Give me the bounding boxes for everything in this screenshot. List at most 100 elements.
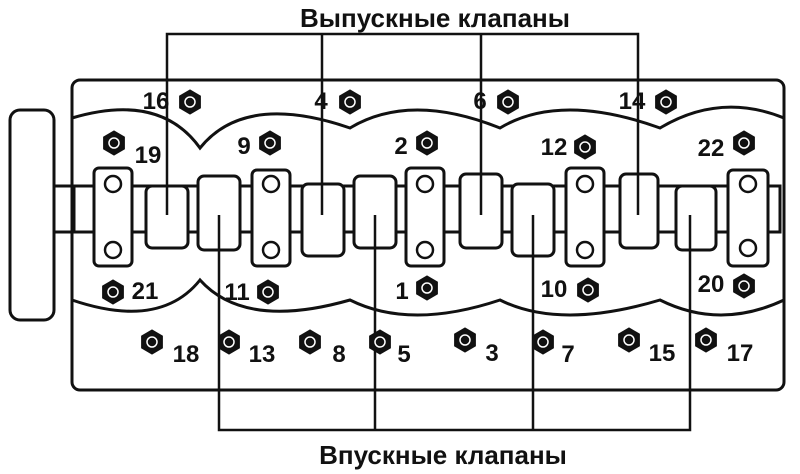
- bolt-center-mark: [304, 336, 316, 348]
- bolt-center-mark: [502, 96, 514, 108]
- bolt-head-icon: [532, 329, 554, 355]
- bolt-head-icon: [339, 89, 361, 115]
- bolt-center-mark: [700, 334, 712, 346]
- bolt-1: 1: [395, 275, 438, 305]
- bolt-head-icon: [259, 130, 281, 156]
- bolt-center-mark: [623, 334, 635, 346]
- cap-hole: [261, 174, 281, 194]
- bolt-center-mark: [459, 334, 471, 346]
- cam-cover-outline: [71, 105, 785, 317]
- bolt-head-icon: [454, 327, 476, 353]
- bolt-head-icon: [655, 89, 677, 115]
- bolt-head-icon: [497, 89, 519, 115]
- bearing-caps: [92, 166, 770, 268]
- bolt-20: 20: [698, 271, 755, 299]
- bolt-number: 1: [395, 278, 408, 305]
- bolt-center-mark: [660, 96, 672, 108]
- bolt-19: 19: [103, 130, 162, 169]
- bolt-3: 3: [454, 327, 499, 367]
- bolt-number: 19: [135, 142, 162, 169]
- bolt-number: 22: [698, 135, 725, 162]
- intake-bracket: [217, 215, 692, 432]
- exhaust-valves-label: Выпускные клапаны: [300, 3, 570, 33]
- cap-hole: [415, 174, 435, 194]
- bolt-center-mark: [264, 137, 276, 149]
- cap-hole: [103, 174, 123, 194]
- bolt-head-icon: [141, 329, 163, 355]
- bolt-12: 12: [541, 134, 596, 161]
- cap-hole: [738, 238, 758, 258]
- exhaust-bracket: [165, 32, 640, 215]
- bolt-number: 18: [173, 341, 200, 368]
- bolt-number: 11: [224, 279, 249, 306]
- bolt-number: 4: [314, 88, 328, 115]
- bolt-number: 5: [397, 341, 410, 368]
- bolt-center-mark: [579, 141, 591, 153]
- bolt-number: 10: [541, 276, 568, 303]
- bolt-center-mark: [738, 280, 750, 292]
- bolt-number: 17: [727, 340, 754, 367]
- bearing-cap: [726, 168, 770, 268]
- cap-hole: [103, 240, 123, 260]
- bolt-number: 13: [249, 341, 276, 368]
- bolt-head-icon: [218, 329, 240, 355]
- cap-hole: [575, 174, 595, 194]
- bolt-16: 16: [143, 88, 201, 115]
- bolt-center-mark: [374, 336, 386, 348]
- bolt-center-mark: [184, 96, 196, 108]
- bolt-10: 10: [541, 276, 599, 303]
- bolt-number: 14: [619, 88, 646, 115]
- bolt-17: 17: [695, 327, 754, 367]
- bolt-number: 16: [143, 88, 170, 115]
- bolt-center-mark: [223, 336, 235, 348]
- bolt-number: 3: [485, 340, 498, 367]
- cap-hole: [415, 240, 435, 260]
- bearing-cap: [404, 166, 446, 268]
- bolt-9: 9: [237, 130, 281, 160]
- bolt-center-mark: [262, 286, 274, 298]
- bolt-number: 9: [237, 133, 250, 160]
- bolt-14: 14: [619, 88, 677, 115]
- bolt-number: 12: [541, 134, 568, 161]
- bolt-11: 11: [224, 279, 279, 306]
- bolt-center-mark: [108, 137, 120, 149]
- bolt-center-mark: [421, 137, 433, 149]
- cam-lobe: [674, 184, 718, 252]
- bolt-head-icon: [416, 130, 438, 156]
- bolt-center-mark: [146, 336, 158, 348]
- bolt-head-icon: [369, 329, 391, 355]
- bolt-number: 15: [649, 340, 676, 367]
- bolt-center-mark: [421, 282, 433, 294]
- bolt-22: 22: [698, 130, 755, 162]
- bolt-21: 21: [102, 278, 159, 305]
- bolt-head-icon: [733, 273, 755, 299]
- bolt-number: 8: [332, 341, 345, 368]
- bearing-cap: [564, 166, 606, 268]
- bolt-center-mark: [582, 284, 594, 296]
- bolt-head-icon: [416, 275, 438, 301]
- bolt-number: 21: [132, 278, 159, 305]
- bolt-head-icon: [299, 329, 321, 355]
- bolt-number: 20: [698, 271, 725, 298]
- bolt-number: 2: [394, 133, 407, 160]
- bolt-center-mark: [537, 336, 549, 348]
- bolt-head-icon: [102, 279, 124, 305]
- bolt-18: 18: [141, 329, 200, 368]
- cap-hole: [261, 240, 281, 260]
- bolt-head-icon: [577, 277, 599, 303]
- bolt-head-icon: [574, 134, 596, 160]
- bolt-number: 6: [473, 88, 486, 115]
- cap-holes: [103, 174, 758, 260]
- cap-hole: [575, 240, 595, 260]
- bolt-head-icon: [618, 327, 640, 353]
- intake-leader-lines: [217, 215, 692, 432]
- bolt-head-icon: [733, 130, 755, 156]
- pulley: [8, 108, 56, 322]
- bolt-5: 5: [369, 329, 411, 368]
- bolt-center-mark: [344, 96, 356, 108]
- bearing-cap: [92, 166, 134, 268]
- intake-valves-label: Впускные клапаны: [319, 440, 567, 470]
- bolt-6: 6: [473, 88, 519, 115]
